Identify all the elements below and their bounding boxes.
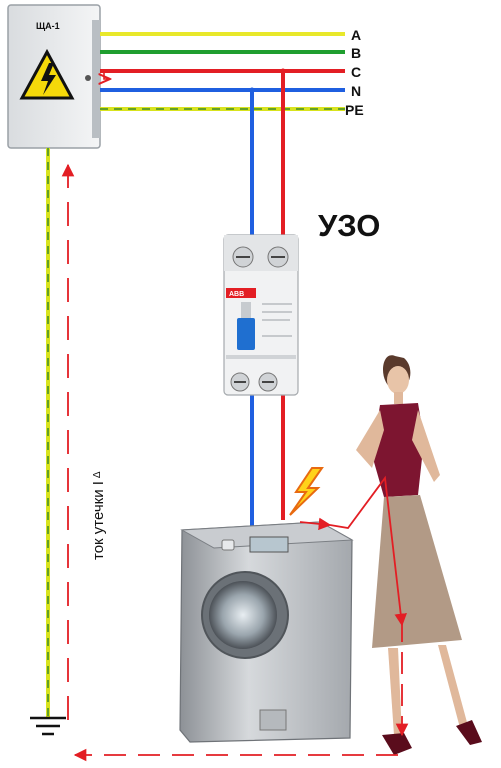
high-voltage-warning-icon	[19, 48, 75, 100]
svg-text:ток утечки IΔ: ток утечки I Δ	[90, 471, 107, 560]
leak-current-label: ток утечки I Δ	[90, 471, 107, 560]
rcd-brand-label: ABB	[229, 291, 244, 298]
rcd-device: ABB	[223, 234, 299, 396]
leak-label-text: ток утечки I	[90, 481, 107, 560]
panel-label: ЩА-1	[36, 21, 60, 31]
woman-figure	[356, 355, 482, 755]
supply-wires	[249, 68, 286, 535]
bus-label-n: N	[351, 83, 361, 99]
spark-icon	[289, 467, 324, 516]
bus-label-pe: PE	[345, 102, 364, 118]
bus-lines	[100, 32, 345, 111]
washing-machine	[179, 521, 354, 743]
distribution-panel: ЩА-1	[7, 4, 101, 149]
leak-label-subscript: Δ	[92, 471, 103, 478]
ground-icon	[30, 716, 66, 736]
bus-labels: A B C N PE	[345, 27, 364, 118]
bus-label-c: C	[351, 64, 361, 80]
bus-label-a: A	[351, 27, 361, 43]
leakage-current-path	[61, 163, 409, 762]
panel-lock-icon	[85, 75, 91, 81]
bus-label-b: B	[351, 45, 361, 61]
rcd-toggle-lever	[237, 318, 255, 350]
rcd-title: УЗО	[318, 208, 380, 243]
